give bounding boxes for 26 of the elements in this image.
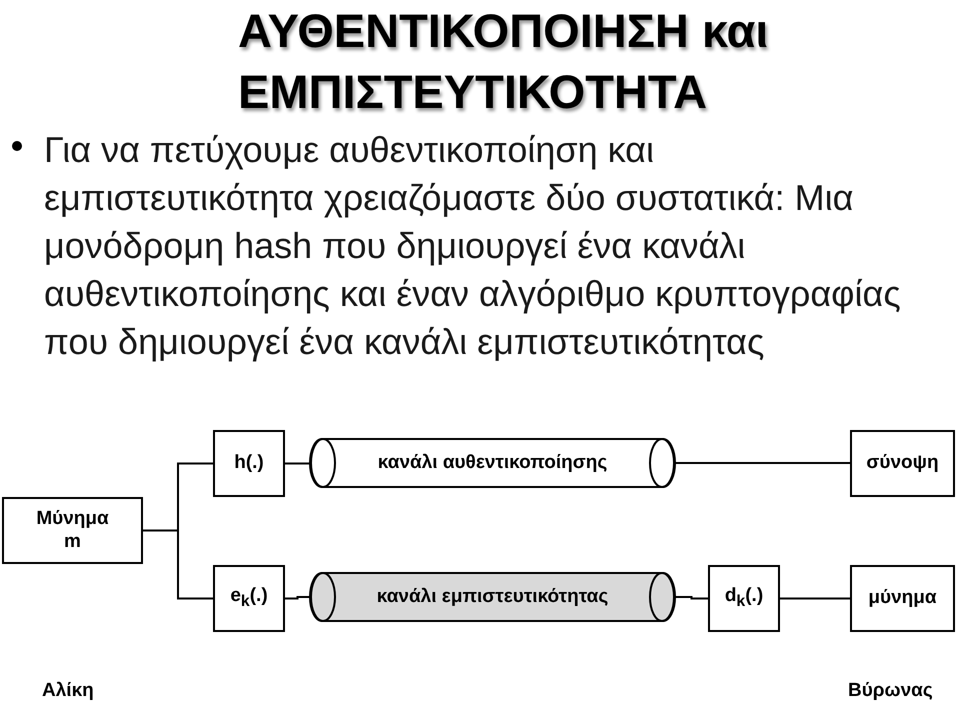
function-box [213,565,285,632]
node-label: μύνημα [868,587,937,610]
connector-line [675,596,708,600]
connector-line [285,596,310,600]
function-box [708,565,780,632]
node-label: h(.) [234,452,264,475]
function-box [213,430,285,497]
node-label: σύνοψη [866,452,939,475]
connector-line [285,462,310,464]
output-box [850,565,955,632]
node-label: Μύνημα m [36,508,109,554]
slide-title: ΑΥΘΕΝΤΙΚΟΠΟΙΗΣΗ και ΕΜΠΙΣΤΕΥΤΙΚΟΤΗΤΑ [238,3,770,120]
channel-cylinder [310,572,675,622]
node-label: κανάλι αυθεντικοποίησης [378,452,608,474]
connector-line [780,598,850,600]
connector-line [143,530,213,600]
connector-line [675,462,850,464]
node-label: κανάλι εμπιστευτικότητας [376,586,608,608]
node-label: e$_{k}$(.) [230,585,268,612]
bullet-paragraph: Για να πετύχουμε αυθεντικοποίηση και εμπιστευτικότητα χρειαζόμαστε δύο συστατικά: Μια μονόδρομη hash που δημιουργεί ένα κανάλι αυθεντικοποίησης και έναν αλγόριθμο κρυπτογραφίας που δημιουργεί ένα κανάλι εμπιστευτικότητας [44,128,902,364]
node-label: d$_{k}$(.) [724,585,764,612]
receiver-name: Βύρωνας [848,680,933,702]
sender-name: Αλίκη [42,680,94,702]
output-box [850,430,955,497]
channel-cylinder [310,438,675,488]
process-box [2,497,143,564]
